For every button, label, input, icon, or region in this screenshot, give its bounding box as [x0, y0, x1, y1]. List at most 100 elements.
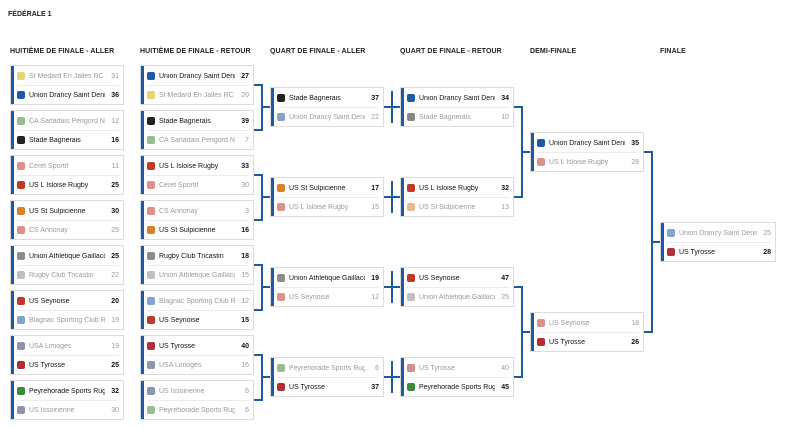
match-accent-bar	[401, 268, 404, 306]
bracket-connector	[254, 354, 262, 356]
bracket-connector	[644, 331, 652, 333]
crest-red-icon	[537, 319, 545, 327]
match-card[interactable]: Union Athletique Gaillacoise25Rugby Club…	[10, 245, 124, 285]
team-row[interactable]: Union Athletique Gaillacoise15	[147, 266, 249, 284]
team-name: Ceret Sportif	[29, 162, 69, 170]
match-card[interactable]: Union Drancy Saint Denis R34Stade Bagner…	[400, 87, 514, 127]
team-row[interactable]: Union Drancy Saint Denis R22	[277, 108, 379, 126]
crest-blue-icon	[537, 139, 545, 147]
team-row[interactable]: Blagnac Sporting Club Rugby12	[147, 292, 249, 310]
team-row[interactable]: Union Drancy Saint Denis R35	[537, 134, 639, 152]
crest-redblue-icon	[277, 383, 285, 391]
team-row[interactable]: Union Drancy Saint Denis R25	[667, 224, 771, 242]
team-row[interactable]: Union Drancy Saint Denis R27	[147, 67, 249, 85]
team-score: 7	[245, 136, 249, 144]
team-name: St Medard En Jalles RC	[159, 91, 234, 99]
crest-green-icon	[147, 136, 155, 144]
team-row[interactable]: Union Drancy Saint Denis R36	[17, 86, 119, 104]
crest-navy-icon	[17, 342, 25, 350]
crest-red-icon	[17, 297, 25, 305]
match-card[interactable]: Union Athletique Gaillacoise19US Seynois…	[270, 267, 384, 307]
team-score: 15	[371, 203, 379, 211]
match-card[interactable]: Blagnac Sporting Club Rugby12US Seynoise…	[140, 290, 254, 330]
match-card[interactable]: Union Drancy Saint Denis R27St Medard En…	[140, 65, 254, 105]
team-row[interactable]: Blagnac Sporting Club Rugby19	[17, 311, 119, 329]
team-score: 11	[111, 162, 119, 170]
team-name: US Issoirienne	[29, 406, 75, 414]
team-score: 39	[241, 117, 249, 125]
team-row[interactable]: Union Athletique Gaillacoise25	[17, 247, 119, 265]
team-row[interactable]: Union Drancy Saint Denis R34	[407, 89, 509, 107]
bracket-connector	[254, 399, 262, 401]
team-score: 40	[241, 342, 249, 350]
team-row[interactable]: Union Athletique Gaillacoise19	[277, 269, 379, 287]
team-row[interactable]: Ceret Sportif 11	[17, 157, 119, 175]
team-row[interactable]: Union Athletique Gaillacoise25	[407, 288, 509, 306]
match-card[interactable]: Union Drancy Saint Denis R35US L Isloise…	[530, 132, 644, 172]
crest-redblue-icon	[667, 248, 675, 256]
